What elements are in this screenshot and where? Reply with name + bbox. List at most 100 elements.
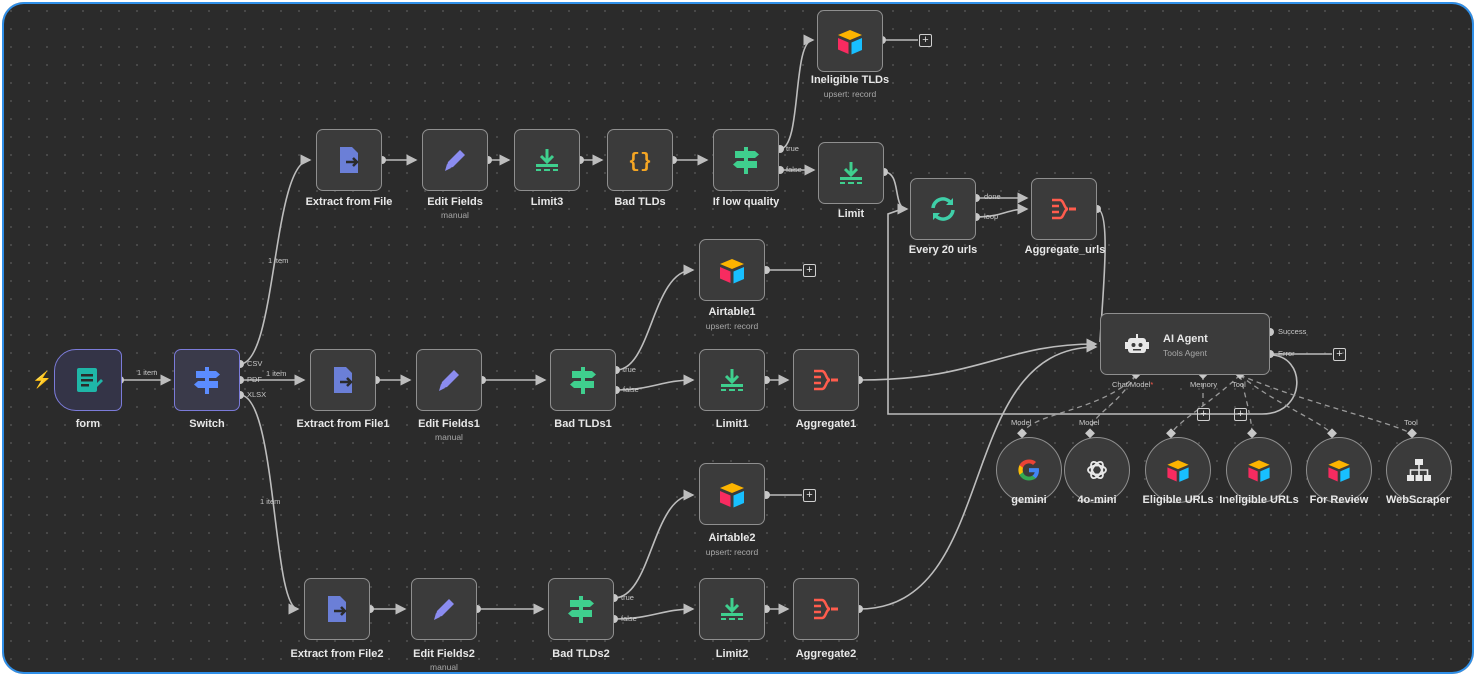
node-webscraper-label: WebScraper: [1386, 494, 1450, 506]
node-extract2[interactable]: [304, 578, 370, 640]
every20-output-done: done: [984, 192, 1001, 201]
node-extract1-label: Extract from File1: [296, 418, 390, 430]
node-4o-mini-label: 4o-mini: [1077, 494, 1117, 506]
node-gemini-label: gemini: [1011, 494, 1047, 506]
switch-output-pdf: PDF: [247, 375, 262, 384]
add-node-plus-airtable2[interactable]: +: [803, 489, 816, 502]
required-mark: *: [1150, 380, 1154, 389]
node-for-review-label: For Review: [1309, 494, 1369, 506]
node-ineligible[interactable]: [817, 10, 883, 72]
node-extract0[interactable]: [316, 129, 382, 191]
wire-badtlds2-false-limit2: [613, 603, 695, 620]
trigger-bolt-icon: ⚡: [32, 372, 52, 389]
limit-icon: [721, 369, 743, 391]
node-edit1[interactable]: [416, 349, 482, 411]
node-edit0[interactable]: [422, 129, 488, 191]
gemini-port-model: Model: [1011, 418, 1032, 427]
wire-switch-extract2: [239, 394, 300, 615]
network-icon: [1407, 459, 1431, 481]
node-form-label: form: [75, 418, 101, 430]
wire-agent-tool-forreview: [1239, 374, 1333, 435]
switch-output-xlsx: XLSX: [247, 390, 267, 399]
add-tool-plus[interactable]: +: [1234, 408, 1247, 421]
badtlds2-output-true: true: [621, 593, 634, 602]
node-extract1[interactable]: [310, 349, 376, 411]
edge-label-pdf: 1 item: [266, 369, 287, 378]
agent-input-chat-model: Chat Model*: [1112, 380, 1154, 389]
node-every20[interactable]: [910, 178, 976, 240]
wire-agent-chatmodel-gemini: [1021, 374, 1137, 435]
node-ineligible-label: Ineligible TLDs: [810, 74, 890, 86]
node-agg1-label: Aggregate1: [795, 418, 857, 430]
switch-output-csv: CSV: [247, 359, 263, 368]
airtable-icon: [1167, 460, 1189, 482]
wire-iflow-true-ineligible: [779, 34, 815, 150]
agent-input-memory: Memory: [1190, 380, 1218, 389]
edge-label-csv: 1 item: [268, 256, 289, 265]
node-airtable1-sub: upsert: record: [705, 321, 759, 331]
node-limit[interactable]: [818, 142, 884, 204]
node-eligible-urls-label: Eligible URLs: [1142, 494, 1214, 506]
airtable-icon: [1328, 460, 1350, 482]
node-ineligible-sub: upsert: record: [823, 89, 877, 99]
node-badtlds2-label: Bad TLDs2: [552, 648, 610, 660]
wire-badtlds1-false-limit1: [615, 374, 695, 391]
node-limit-label: Limit: [837, 208, 865, 220]
node-4o-mini[interactable]: [1064, 437, 1130, 503]
node-agg2-label: Aggregate2: [795, 648, 857, 660]
node-extract2-label: Extract from File2: [290, 648, 384, 660]
pencil-icon: [439, 370, 459, 391]
node-limit3[interactable]: [514, 129, 580, 191]
node-extract0-label: Extract from File: [305, 196, 393, 208]
agent-output-success: Success: [1278, 327, 1307, 336]
svg-text:{}: {}: [628, 151, 652, 174]
node-form[interactable]: [54, 349, 122, 411]
node-for-review[interactable]: [1306, 437, 1372, 503]
node-edit2-sub: manual: [430, 662, 458, 672]
google-icon: [1018, 459, 1039, 481]
node-agg1[interactable]: [793, 349, 859, 411]
airtable-icon: [720, 483, 744, 508]
badtlds1-output-true: true: [623, 365, 636, 374]
node-edit0-label: Edit Fields: [427, 196, 483, 208]
wire-switch-extract0: [239, 154, 312, 365]
node-edit2[interactable]: [411, 578, 477, 640]
node-switch-label: Switch: [189, 418, 225, 430]
add-node-plus-airtable1[interactable]: +: [803, 264, 816, 277]
node-ineligible-urls[interactable]: [1226, 437, 1292, 503]
limit-icon: [721, 598, 743, 620]
node-aggurls[interactable]: [1031, 178, 1097, 240]
node-limit2[interactable]: [699, 578, 765, 640]
node-iflow[interactable]: [713, 129, 779, 191]
every20-output-loop: loop: [984, 212, 999, 221]
aggregate-icon: [1052, 198, 1076, 220]
form-icon: [77, 368, 103, 392]
node-airtable2[interactable]: [699, 463, 765, 525]
node-eligible-urls[interactable]: [1145, 437, 1211, 503]
edge-label-xlsx: 1 item: [260, 497, 281, 506]
node-agg2[interactable]: [793, 578, 859, 640]
node-airtable1[interactable]: [699, 239, 765, 301]
node-badtlds1[interactable]: [550, 349, 616, 411]
node-badtlds[interactable]: {}: [607, 129, 673, 191]
node-switch[interactable]: [174, 349, 240, 411]
wire-badtlds1-true-airtable1: [615, 264, 695, 371]
add-node-plus-agent[interactable]: +: [1333, 348, 1346, 361]
node-airtable2-sub: upsert: record: [705, 547, 759, 557]
badtlds2-output-false: false: [621, 614, 637, 623]
node-webscraper[interactable]: [1386, 437, 1452, 503]
node-gemini[interactable]: [996, 437, 1062, 503]
airtable-icon: [1248, 460, 1270, 482]
limit-icon: [840, 162, 862, 184]
webscraper-port-tool: Tool: [1404, 418, 1418, 427]
loop-icon: [931, 197, 955, 221]
agent-input-tool: Tool: [1232, 380, 1246, 389]
node-limit1[interactable]: [699, 349, 765, 411]
node-ai-agent[interactable]: AI Agent Tools Agent: [1100, 313, 1270, 375]
signpost-icon: [733, 147, 759, 174]
node-badtlds2[interactable]: [548, 578, 614, 640]
add-node-plus-ineligible[interactable]: +: [919, 34, 932, 47]
add-memory-plus[interactable]: +: [1197, 408, 1210, 421]
node-badtlds-label: Bad TLDs: [614, 196, 666, 208]
